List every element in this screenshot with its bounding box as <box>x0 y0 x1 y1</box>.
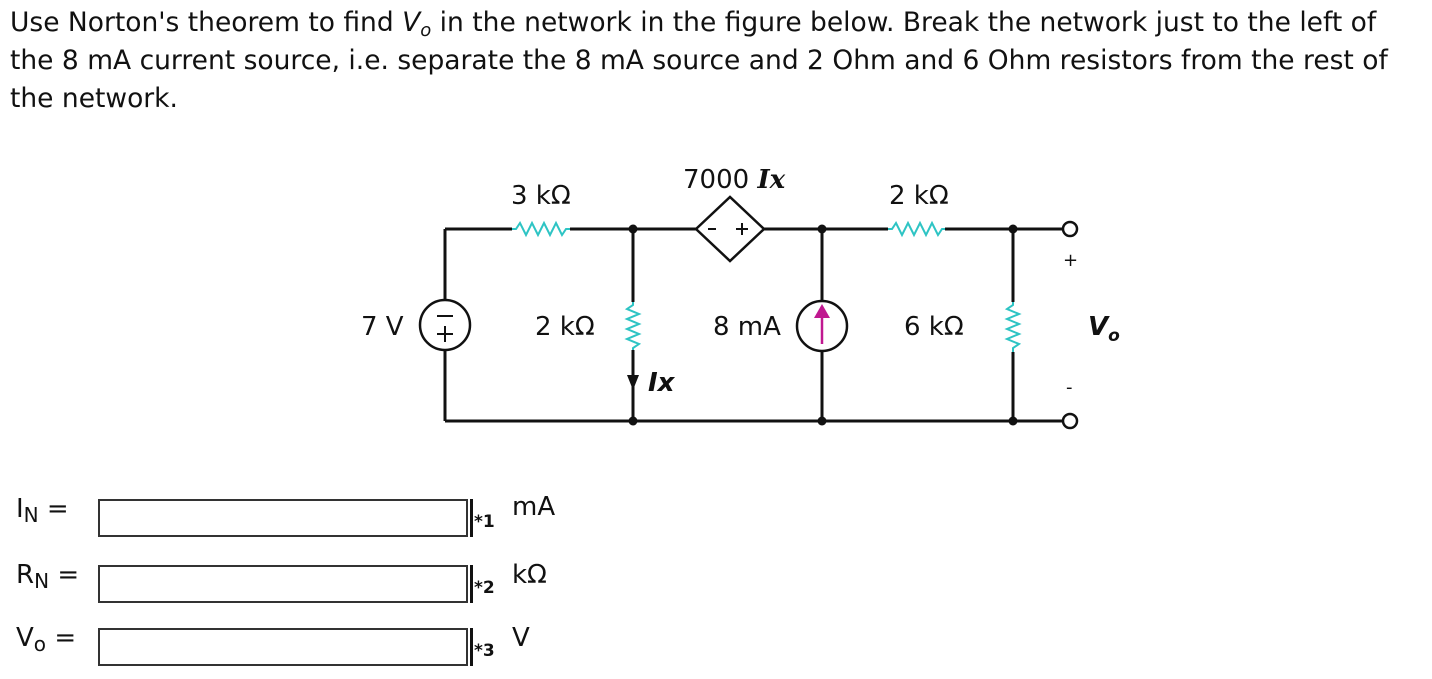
label-dependent-source: 7000 Ix <box>683 165 786 195</box>
dependent-source-diamond <box>694 195 766 263</box>
answer-label-rn: RN = <box>16 560 80 593</box>
question-variable: Vo <box>402 7 432 41</box>
resistor-6k <box>1004 302 1022 352</box>
question-text: Use Norton's theorem to find Vo in the n… <box>10 4 1425 118</box>
question-part-1: Use Norton's theorem to find <box>10 7 403 38</box>
label-2k-mid: 2 kΩ <box>535 312 595 342</box>
vo-number: *3 <box>474 641 495 661</box>
label-7v: 7 V <box>361 312 404 342</box>
in-unit: mA <box>512 492 556 522</box>
vo-input[interactable] <box>98 628 468 666</box>
ix-arrow-icon <box>627 375 639 390</box>
label-plus: + <box>1063 250 1078 271</box>
voltage-source-7v <box>418 298 472 352</box>
vo-unit: V <box>512 623 530 653</box>
rn-marker <box>470 565 473 603</box>
in-input[interactable] <box>98 499 468 537</box>
resistor-2k-top <box>888 220 945 238</box>
label-2k-top: 2 kΩ <box>889 181 949 211</box>
rn-number: *2 <box>474 578 495 598</box>
label-ix: Ix <box>648 368 676 398</box>
label-8ma: 8 mA <box>713 312 781 342</box>
question-part-2: in the network in the figure below. Brea… <box>10 7 1388 114</box>
current-source-8ma <box>795 299 849 353</box>
label-vo: Vo <box>1088 312 1120 346</box>
in-number: *1 <box>474 512 495 532</box>
resistor-2k-vertical <box>624 302 642 350</box>
in-marker <box>470 499 473 537</box>
rn-unit: kΩ <box>512 560 547 590</box>
answer-label-in: IN = <box>16 494 69 527</box>
resistor-3k <box>512 220 570 238</box>
answer-label-vo: Vo = <box>16 623 77 656</box>
label-6k: 6 kΩ <box>904 312 964 342</box>
label-minus: - <box>1066 377 1073 398</box>
vo-marker <box>470 628 473 666</box>
rn-input[interactable] <box>98 565 468 603</box>
label-3k: 3 kΩ <box>511 181 571 211</box>
